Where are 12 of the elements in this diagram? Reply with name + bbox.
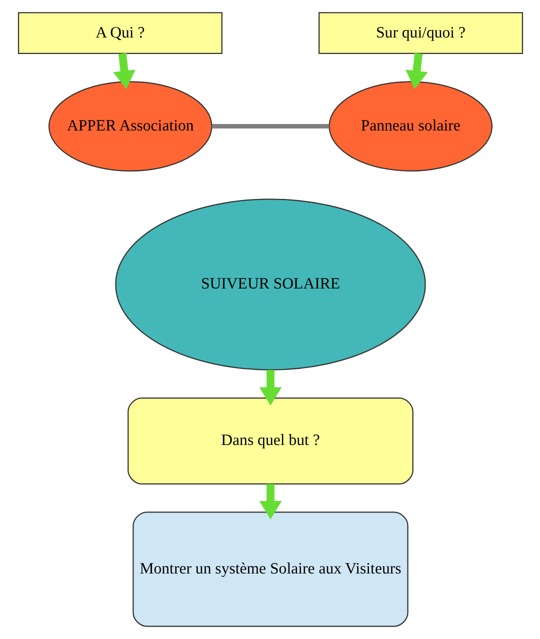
node-box: Dans quel but ? xyxy=(127,397,413,484)
arrow xyxy=(405,53,428,90)
node-box: A Qui ? xyxy=(17,12,222,54)
connector xyxy=(211,124,329,129)
arrow xyxy=(112,53,135,90)
node-ellipse: APPER Association xyxy=(48,81,212,172)
node-box: Sur qui/quoi ? xyxy=(318,12,523,54)
node-ellipse: SUIVEUR SOLAIRE xyxy=(114,198,426,370)
node-box: Montrer un système Solaire aux Visiteurs xyxy=(132,512,408,627)
node-ellipse: Panneau solaire xyxy=(328,81,492,172)
arrow xyxy=(258,370,282,406)
arrow xyxy=(258,484,282,520)
